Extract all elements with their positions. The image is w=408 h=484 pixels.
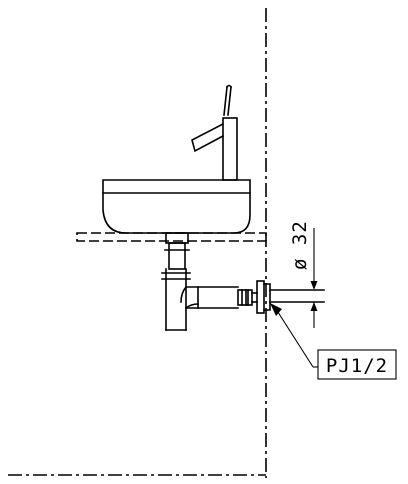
diameter-dimension: ø 32 [289,220,318,328]
callout-label: PJ1/2 [326,355,388,377]
callout-box [317,349,397,380]
wall-flange [256,280,325,314]
callout: PJ1/2 [270,303,397,380]
counter-shelf [76,232,267,242]
basin [102,179,251,234]
faucet [191,84,238,181]
diameter-label: ø 32 [289,220,311,270]
drain-trap [161,232,199,331]
horizontal-pipe [185,286,258,309]
